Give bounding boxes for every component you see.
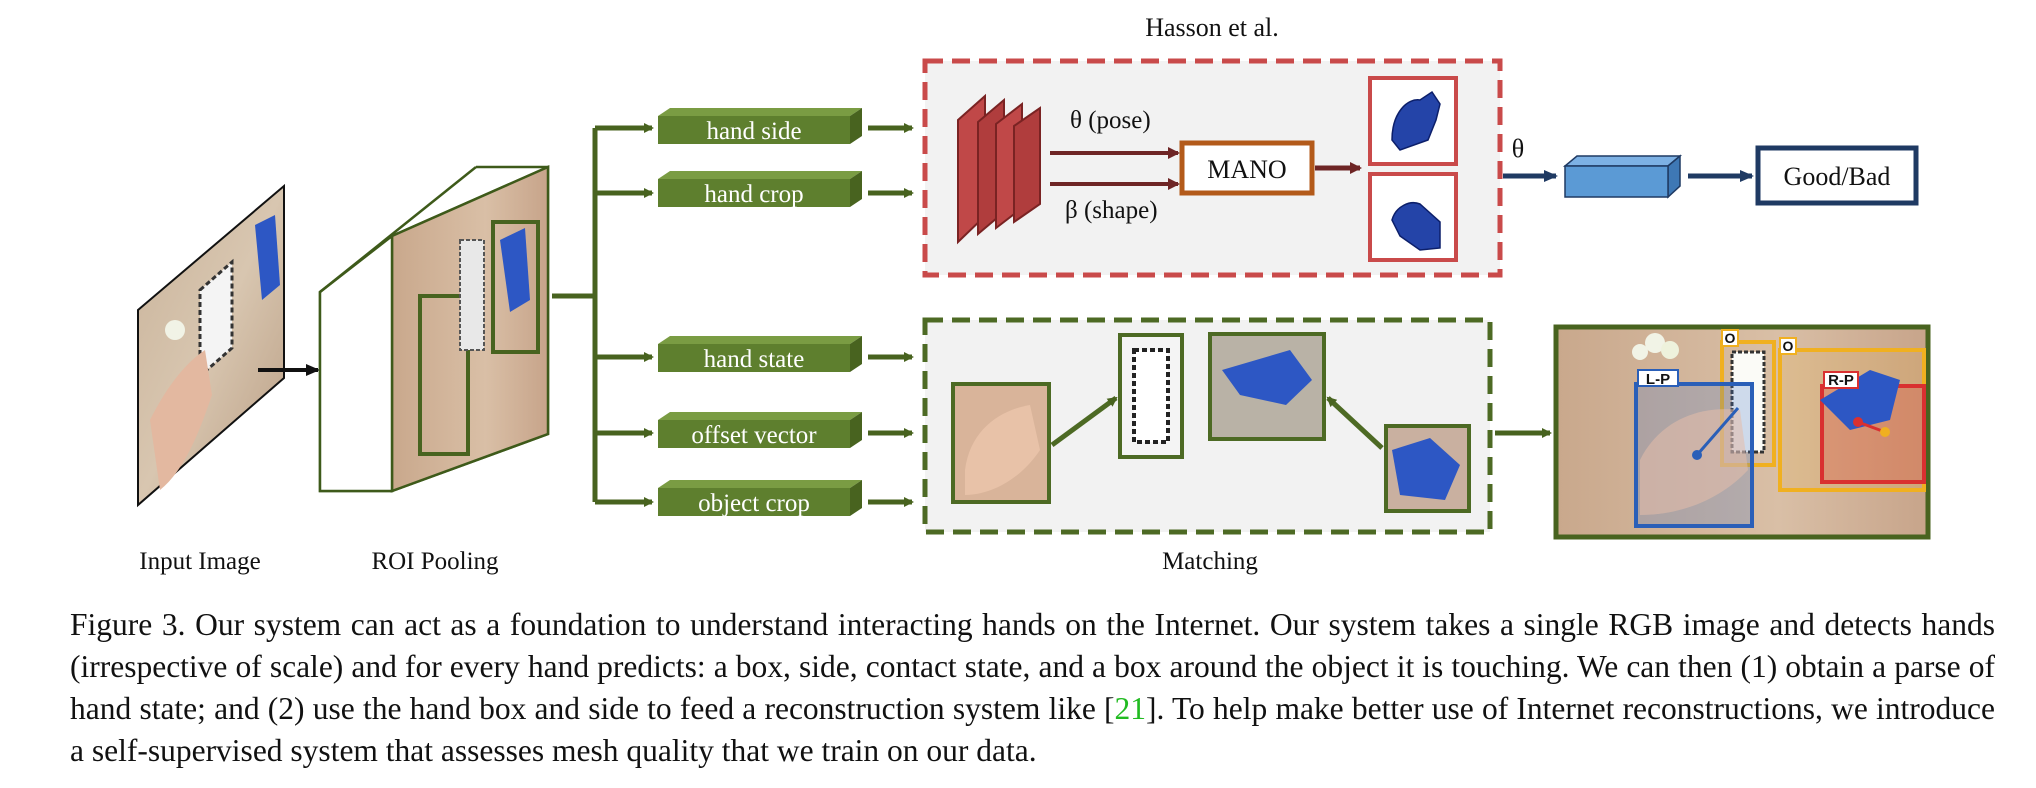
feature-box-object-crop: object crop bbox=[658, 480, 862, 517]
matching-panel bbox=[922, 317, 1493, 535]
quality-network-block bbox=[1562, 154, 1683, 199]
cnn-layers bbox=[957, 93, 1041, 245]
roi-box-object bbox=[491, 220, 540, 354]
good-bad-label: Good/Bad bbox=[1784, 162, 1891, 191]
feature-label-offset-vector: offset vector bbox=[691, 422, 817, 449]
result-image: L-P R-P O O bbox=[1553, 324, 1931, 540]
beta-shape-label: β (shape) bbox=[1065, 197, 1158, 224]
citation-link-21[interactable]: 21 bbox=[1114, 691, 1147, 726]
roi-pooling-block bbox=[318, 165, 550, 493]
feature-to-panel-arrows bbox=[868, 123, 914, 507]
feature-label-hand-state: hand state bbox=[704, 346, 805, 373]
tag-object-2: O bbox=[1783, 338, 1794, 354]
tag-right-hand: R-P bbox=[1828, 372, 1854, 389]
feature-box-hand-side: hand side bbox=[658, 108, 862, 145]
input-image-label: Input Image bbox=[139, 548, 260, 575]
object-box-card bbox=[1720, 340, 1776, 467]
branch-connectors bbox=[552, 123, 654, 507]
caption-text-part2: ]. To help make better use of Internet r… bbox=[70, 691, 1995, 768]
feature-label-object-crop: object crop bbox=[698, 490, 810, 517]
hasson-panel: θ (pose) β (shape) MANO bbox=[922, 58, 1503, 278]
theta-label: θ bbox=[1512, 134, 1524, 163]
hand-shape bbox=[150, 350, 212, 490]
roi-box-hand bbox=[418, 294, 470, 456]
hasson-title: Hasson et al. bbox=[1145, 13, 1279, 42]
roi-pooling-label: ROI Pooling bbox=[371, 548, 499, 575]
matching-label: Matching bbox=[1162, 548, 1258, 575]
figure-caption: Figure 3. Our system can act as a founda… bbox=[70, 604, 1995, 772]
input-image bbox=[137, 183, 285, 508]
flowers bbox=[165, 320, 185, 340]
marker-card bbox=[198, 258, 234, 380]
roi-box-small bbox=[459, 239, 485, 351]
mano-box bbox=[1179, 140, 1315, 196]
feature-box-hand-crop: hand crop bbox=[658, 171, 862, 208]
feature-label-hand-side: hand side bbox=[706, 118, 801, 145]
tag-object-1: O bbox=[1725, 330, 1736, 346]
feature-label-hand-crop: hand crop bbox=[704, 181, 803, 208]
caption-text-part1: Figure 3. Our system can act as a founda… bbox=[70, 607, 1995, 726]
feature-box-hand-state: hand state bbox=[658, 336, 862, 373]
mano-label: MANO bbox=[1207, 155, 1286, 184]
system-overview-figure: hand side hand crop hand state offset ve… bbox=[137, 13, 1931, 575]
theta-pose-label: θ (pose) bbox=[1070, 107, 1151, 134]
tag-left-hand: L-P bbox=[1646, 371, 1670, 388]
good-bad-box bbox=[1755, 145, 1919, 206]
feature-box-offset-vector: offset vector bbox=[658, 412, 862, 449]
blue-glue-gun bbox=[255, 215, 280, 300]
